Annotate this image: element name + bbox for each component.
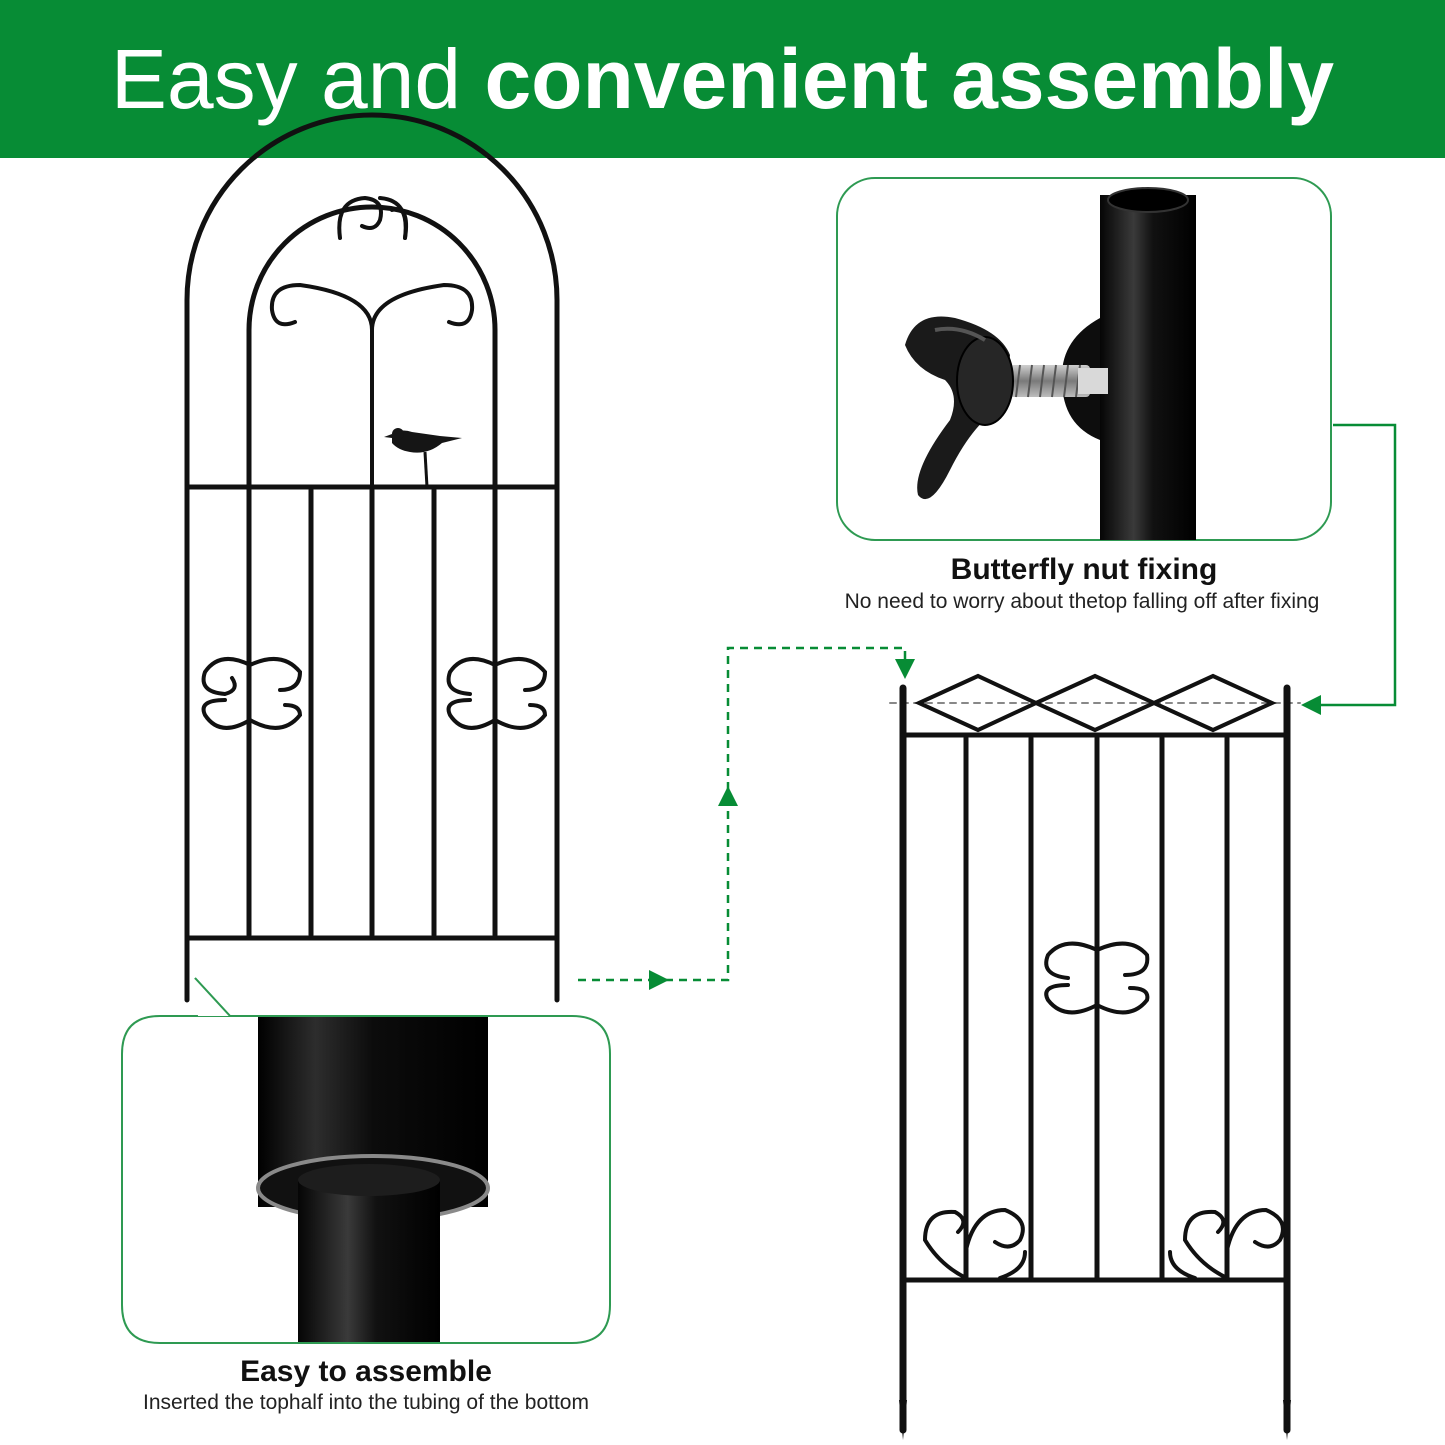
butterfly-nut-title: Butterfly nut fixing [950, 553, 1218, 586]
page-title: Easy and convenient assembly [0, 34, 1445, 124]
arched-fence-panel [184, 112, 560, 1003]
stake-tip-left [899, 1400, 907, 1440]
page-title-light: Easy and [110, 32, 462, 126]
page-title-bold: convenient assembly [484, 32, 1335, 126]
header-banner: Easy and convenient assembly [0, 0, 1445, 158]
easy-assemble-title: Easy to assemble [240, 1355, 492, 1388]
diamond-top-fence-panel [889, 673, 1301, 1434]
stake-tip-right [1283, 1400, 1291, 1440]
easy-assemble-subtitle: Inserted the tophalf into the tubing of … [143, 1391, 589, 1414]
bird-ornament [384, 428, 462, 488]
butterfly-nut-subtitle: No need to worry about thetop falling of… [844, 590, 1320, 613]
assembly-arrows [578, 423, 1397, 990]
butterfly-nut-callout [836, 177, 1332, 541]
tube-insert-callout [121, 977, 611, 1344]
